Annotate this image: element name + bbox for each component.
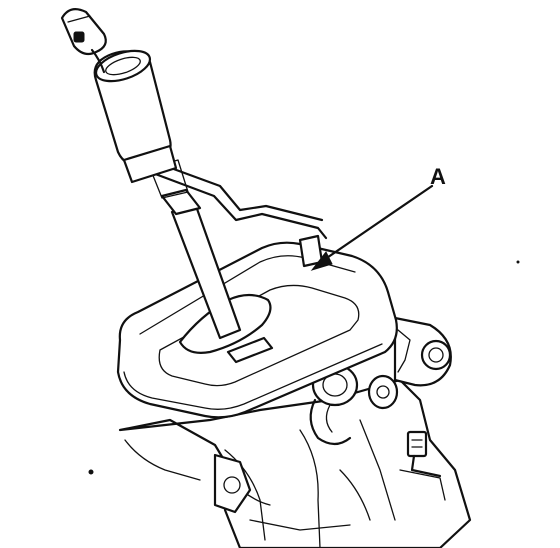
shifter-base-housing <box>118 378 472 548</box>
shift-knob-sleeve <box>93 49 178 184</box>
callout-a-label: A <box>430 164 446 189</box>
shift-lever-shaft <box>149 159 242 340</box>
stray-marks <box>88 260 520 475</box>
knob-button-connector <box>60 7 107 74</box>
detent-spring-bracket <box>393 316 452 387</box>
position-switch <box>367 374 399 410</box>
interlock-cable <box>148 162 328 268</box>
callout-a: A <box>310 164 446 271</box>
connector-right <box>406 430 442 478</box>
linkage-left <box>213 453 252 514</box>
